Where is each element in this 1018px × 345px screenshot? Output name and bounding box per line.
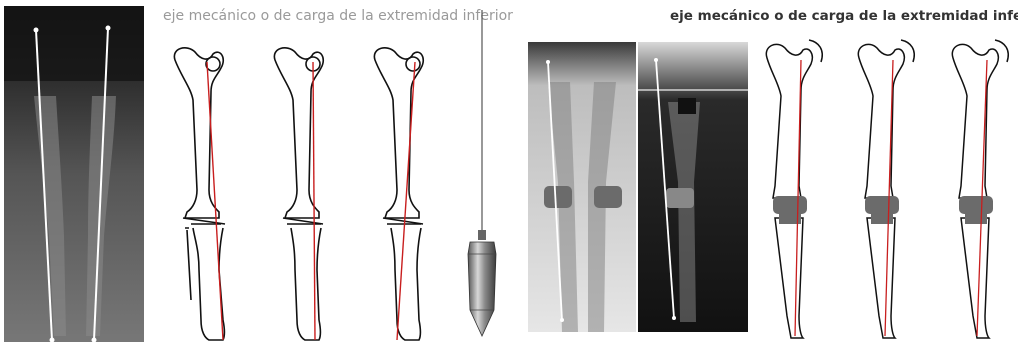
caption-left: eje mecánico o de carga de la extremidad… [163,8,513,24]
femur-tibia-diagram-left-group [165,40,465,345]
radiograph-knee-prosthesis-pair [528,42,748,332]
caption-right: eje mecánico o de carga de la extremidad… [670,8,1018,24]
leg-diagram-varus [174,48,225,340]
femur-tibia-diagram-right-group [755,36,1017,342]
prosthesis-leg-diagram-1 [766,40,822,338]
leg-diagram-neutral [274,48,323,340]
plumb-bob-icon [462,10,502,340]
prosthesis-leg-diagram-3 [952,40,1008,338]
radiograph-full-legs [4,6,144,342]
leg-diagram-valgus [374,48,423,340]
plumb-bob [462,10,502,340]
